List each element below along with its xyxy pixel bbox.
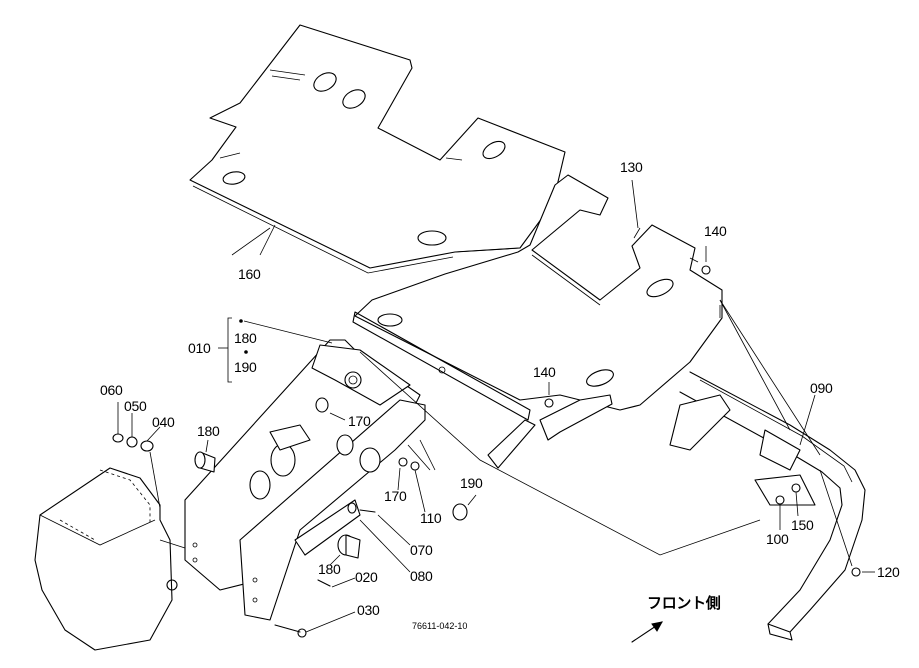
bolt-140-mid [544,382,554,408]
callout-180-bushing: 180 [197,423,220,439]
callout-190: 190 [460,475,483,491]
callout-170-lower: 170 [384,488,407,504]
bolt-120 [851,567,861,577]
step-plate-130 [352,174,723,421]
callout-170-upper: 170 [348,413,371,429]
bolt-030 [274,624,307,638]
callout-100: 100 [766,531,789,547]
callout-030: 030 [357,602,380,618]
callout-180-lower: 180 [318,561,341,577]
callout-050: 050 [124,398,147,414]
callout-070: 070 [410,542,433,558]
washer-040 [140,440,154,452]
callout-180-group: 180 [234,330,257,346]
callout-020: 020 [355,569,378,585]
bushing-180-left [194,451,216,473]
front-side-label: フロント側 [647,594,721,612]
bolt-060 [112,433,124,443]
callout-080: 080 [410,568,433,584]
bushing-170-upper [315,397,329,413]
nut-150 [791,483,801,517]
callout-090: 090 [810,380,833,396]
floor-cover-plate-160 [189,24,566,274]
transmission-housing [34,467,186,651]
hardware [112,246,875,638]
callout-120: 120 [877,564,900,580]
washer-080 [347,502,357,514]
bushing-190 [452,503,468,521]
bolt-140-upper [701,246,711,275]
bushing-180-lower [337,534,361,559]
leader-160 [259,224,276,256]
bolt-020 [317,579,331,587]
group-bracket-010 [218,317,333,383]
callout-140-mid: 140 [533,364,556,380]
callout-140-upper: 140 [704,223,727,239]
bolt-170-lower [398,457,408,467]
bolt-070 [359,509,376,513]
callout-160: 160 [238,266,261,282]
figure-code: 76611-042-10 [412,621,468,631]
frame-bracket-010 [184,339,761,621]
callout-010: 010 [188,340,211,356]
front-frame-090 [487,299,866,641]
leader-130 [631,179,639,229]
nut-110 [410,461,420,471]
washer-050 [126,436,138,448]
callout-040: 040 [152,414,175,430]
callout-130: 130 [620,159,643,175]
callout-190-group: 190 [234,359,257,375]
callout-060: 060 [100,382,123,398]
bolt-100 [775,495,785,530]
callout-150: 150 [791,517,814,533]
front-direction-arrow [631,621,663,643]
callout-110: 110 [420,510,442,526]
